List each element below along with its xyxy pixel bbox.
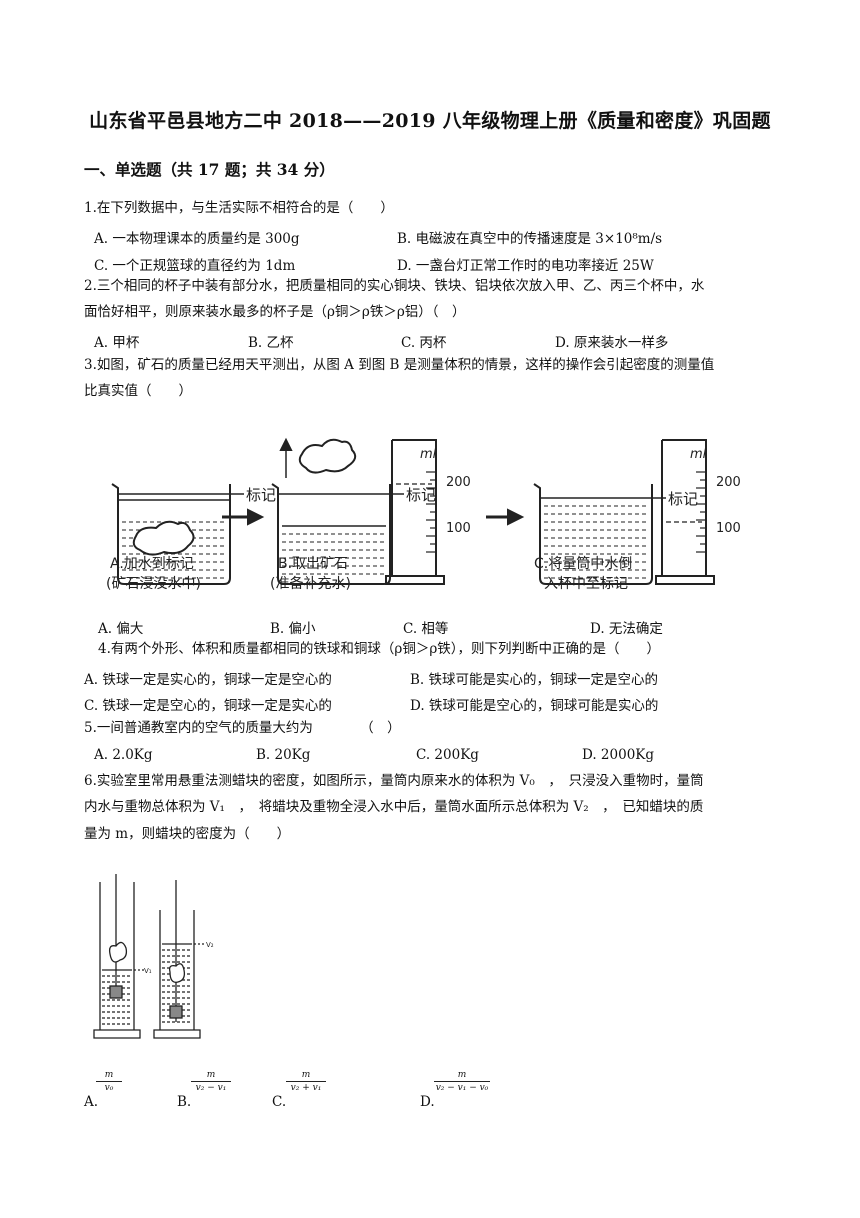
question-6-option-a-label[interactable]: A. [84, 1094, 99, 1110]
fraction-b-denominator: v₂ − v₁ [195, 1083, 227, 1093]
question-5-option-a[interactable]: A. 2.0Kg [94, 747, 153, 763]
question-6-option-c-fraction[interactable]: m v₂ + v₁ [286, 1070, 326, 1093]
question-3-option-d[interactable]: D. 无法确定 [590, 621, 663, 637]
mark-label-a: 标记 [246, 486, 276, 504]
beaker-a [111, 483, 244, 585]
fraction-d-bar [434, 1081, 490, 1082]
tick-100-2: 100 [716, 521, 741, 536]
arrow-1-head [247, 508, 265, 526]
question-1-stem: 1.在下列数据中，与生活实际不相符合的是（ ） [84, 200, 394, 216]
mark-label-c: 标记 [668, 490, 698, 508]
question-1-option-a[interactable]: A. 一本物理课本的质量约是 300g [94, 231, 300, 247]
caption-a-line2: (矿石浸没水中) [106, 576, 201, 592]
mark-label-b: 标记 [406, 486, 436, 504]
question-6-option-d-label[interactable]: D. [420, 1094, 435, 1110]
question-1-option-d[interactable]: D. 一盏台灯正常工作时的电功率接近 25W [397, 258, 654, 274]
question-3-stem-line1: 3.如图，矿石的质量已经用天平测出，从图 A 到图 B 是测量体积的情景，这样的… [84, 357, 715, 373]
question-2-option-b[interactable]: B. 乙杯 [248, 335, 294, 351]
question-1-option-c[interactable]: C. 一个正规篮球的直径约为 1dm [94, 258, 296, 274]
question-2-stem-line1: 2.三个相同的杯子中装有部分水，把质量相同的实心铜块、铁块、铝块依次放入甲、乙、… [84, 278, 705, 294]
question-2-option-c[interactable]: C. 丙杯 [401, 335, 447, 351]
fraction-b-numerator: m [206, 1070, 216, 1080]
beaker-c [533, 483, 666, 585]
arrow-2-head [507, 508, 525, 526]
question-6-option-c-label[interactable]: C. [272, 1094, 287, 1110]
question-2-option-d[interactable]: D. 原来装水一样多 [555, 335, 669, 351]
fraction-d-numerator: m [457, 1070, 467, 1080]
fraction-a-bar [96, 1081, 122, 1082]
v2-label: V₂ [206, 941, 214, 949]
question-6-stem-line2: 内水与重物总体积为 V₁ ， 将蜡块及重物全浸入水中后，量筒水面所示总体积为 V… [84, 799, 704, 815]
graduated-cylinder-1 [385, 439, 445, 585]
question-2-option-a[interactable]: A. 甲杯 [94, 335, 140, 351]
question-6-figure: V₁ [93, 874, 214, 1039]
question-6-option-b-label[interactable]: B. [177, 1094, 192, 1110]
tick-200-1: 200 [446, 475, 471, 490]
caption-a-line1: A.加水到标记 [110, 556, 194, 572]
question-5-option-b[interactable]: B. 20Kg [256, 747, 311, 763]
question-4-option-b[interactable]: B. 铁球可能是实心的，铜球一定是空心的 [410, 672, 659, 688]
question-3-figure: 标记 A.加水到标记 (矿石浸没水中) 标记 B.取 [106, 437, 741, 592]
question-5-option-c[interactable]: C. 200Kg [416, 747, 479, 763]
question-3-stem-line2: 比真实值（ ） [84, 383, 192, 399]
fraction-c-numerator: m [301, 1070, 311, 1080]
tick-100-1: 100 [446, 521, 471, 536]
question-6-option-a-fraction[interactable]: m v₀ [96, 1070, 122, 1093]
ml-label-2: ml [690, 447, 707, 462]
fraction-b-bar [191, 1081, 231, 1082]
question-6-option-b-fraction[interactable]: m v₂ − v₁ [191, 1070, 231, 1093]
section-heading: 一、单选题（共 17 题；共 34 分） [84, 160, 335, 179]
beaker-b [271, 437, 404, 585]
v1-label: V₁ [144, 967, 152, 975]
ml-label-1: ml [420, 447, 437, 462]
question-1-option-b[interactable]: B. 电磁波在真空中的传播速度是 3×10⁸m/s [397, 231, 663, 247]
page-title: 山东省平邑县地方二中 2018——2019 八年级物理上册《质量和密度》巩固题 [89, 110, 771, 132]
caption-b-line1: B.取出矿石 [278, 556, 348, 572]
fraction-a-denominator: v₀ [104, 1083, 114, 1093]
question-3-option-c[interactable]: C. 相等 [403, 621, 449, 637]
question-6-option-d-fraction[interactable]: m v₂ − v₁ − v₀ [434, 1070, 490, 1093]
question-5-option-d[interactable]: D. 2000Kg [582, 747, 655, 763]
question-5-stem: 5.一间普通教室内的空气的质量大约为 （ ） [84, 720, 401, 736]
fraction-d-denominator: v₂ − v₁ − v₀ [435, 1083, 489, 1093]
question-4-option-a[interactable]: A. 铁球一定是实心的，铜球一定是空心的 [84, 672, 332, 688]
caption-c-line2: 入杯中至标记 [544, 576, 628, 592]
question-3-option-a[interactable]: A. 偏大 [98, 621, 144, 637]
wax-cylinder-2 [153, 880, 204, 1039]
wax-cylinder-1 [93, 874, 144, 1039]
caption-c-line1: C.将量筒中水倒 [534, 555, 632, 572]
question-4-option-d[interactable]: D. 铁球可能是空心的，铜球可能是实心的 [410, 698, 659, 714]
question-6-stem-line1: 6.实验室里常用悬重法测蜡块的密度，如图所示，量筒内原来水的体积为 V₀ ， 只… [84, 773, 704, 789]
tick-200-2: 200 [716, 475, 741, 490]
question-4-stem: 4.有两个外形、体积和质量都相同的铁球和铜球（ρ铜＞ρ铁），则下列判断中正确的是… [98, 641, 661, 657]
fraction-c-denominator: v₂ + v₁ [290, 1083, 322, 1093]
fraction-a-numerator: m [104, 1070, 114, 1080]
caption-b-line2: (准备补充水) [270, 575, 351, 592]
question-2-stem-line2: 面恰好相平，则原来装水最多的杯子是（ρ铜＞ρ铁＞ρ铝）（ ） [84, 304, 466, 320]
question-4-option-c[interactable]: C. 铁球一定是空心的，铜球一定是实心的 [84, 698, 332, 714]
question-6-stem-line3: 量为 m，则蜡块的密度为（ ） [84, 826, 291, 842]
graduated-cylinder-2 [655, 439, 715, 585]
fraction-c-bar [286, 1081, 326, 1082]
question-3-option-b[interactable]: B. 偏小 [270, 621, 316, 637]
